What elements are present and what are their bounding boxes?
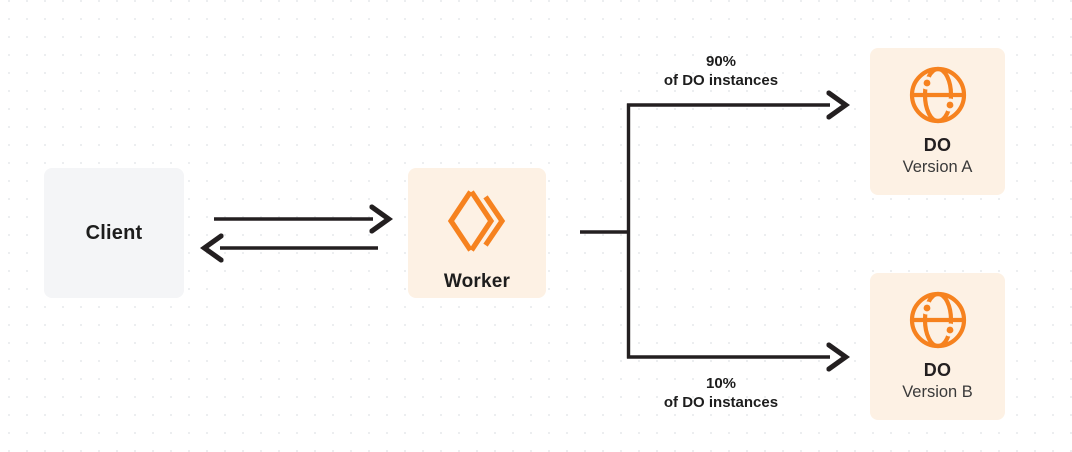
node-do-version-b: DO Version B bbox=[870, 273, 1005, 420]
node-do-a-version: Version A bbox=[902, 158, 973, 176]
node-client: Client bbox=[44, 168, 184, 298]
edge-label-do-b-text: of DO instances bbox=[663, 393, 779, 411]
cloudflare-workers-chevrons-icon bbox=[444, 188, 510, 254]
node-do-b-label: DO bbox=[923, 360, 952, 380]
edge-label-do-b-percent: 10% bbox=[705, 375, 737, 392]
edge-label-do-a: 90% of DO instances bbox=[635, 53, 807, 91]
edge-label-do-a-percent: 90% bbox=[705, 53, 737, 70]
node-client-label: Client bbox=[85, 222, 143, 244]
node-do-a-label: DO bbox=[923, 135, 952, 155]
edge-label-do-b: 10% of DO instances bbox=[635, 375, 807, 413]
edge-label-do-a-text: of DO instances bbox=[663, 71, 779, 89]
node-worker-label: Worker bbox=[443, 271, 511, 292]
globe-icon bbox=[907, 64, 969, 126]
node-worker: Worker bbox=[408, 168, 546, 298]
globe-icon bbox=[907, 289, 969, 351]
node-do-b-version: Version B bbox=[902, 383, 973, 401]
node-do-version-a: DO Version A bbox=[870, 48, 1005, 195]
